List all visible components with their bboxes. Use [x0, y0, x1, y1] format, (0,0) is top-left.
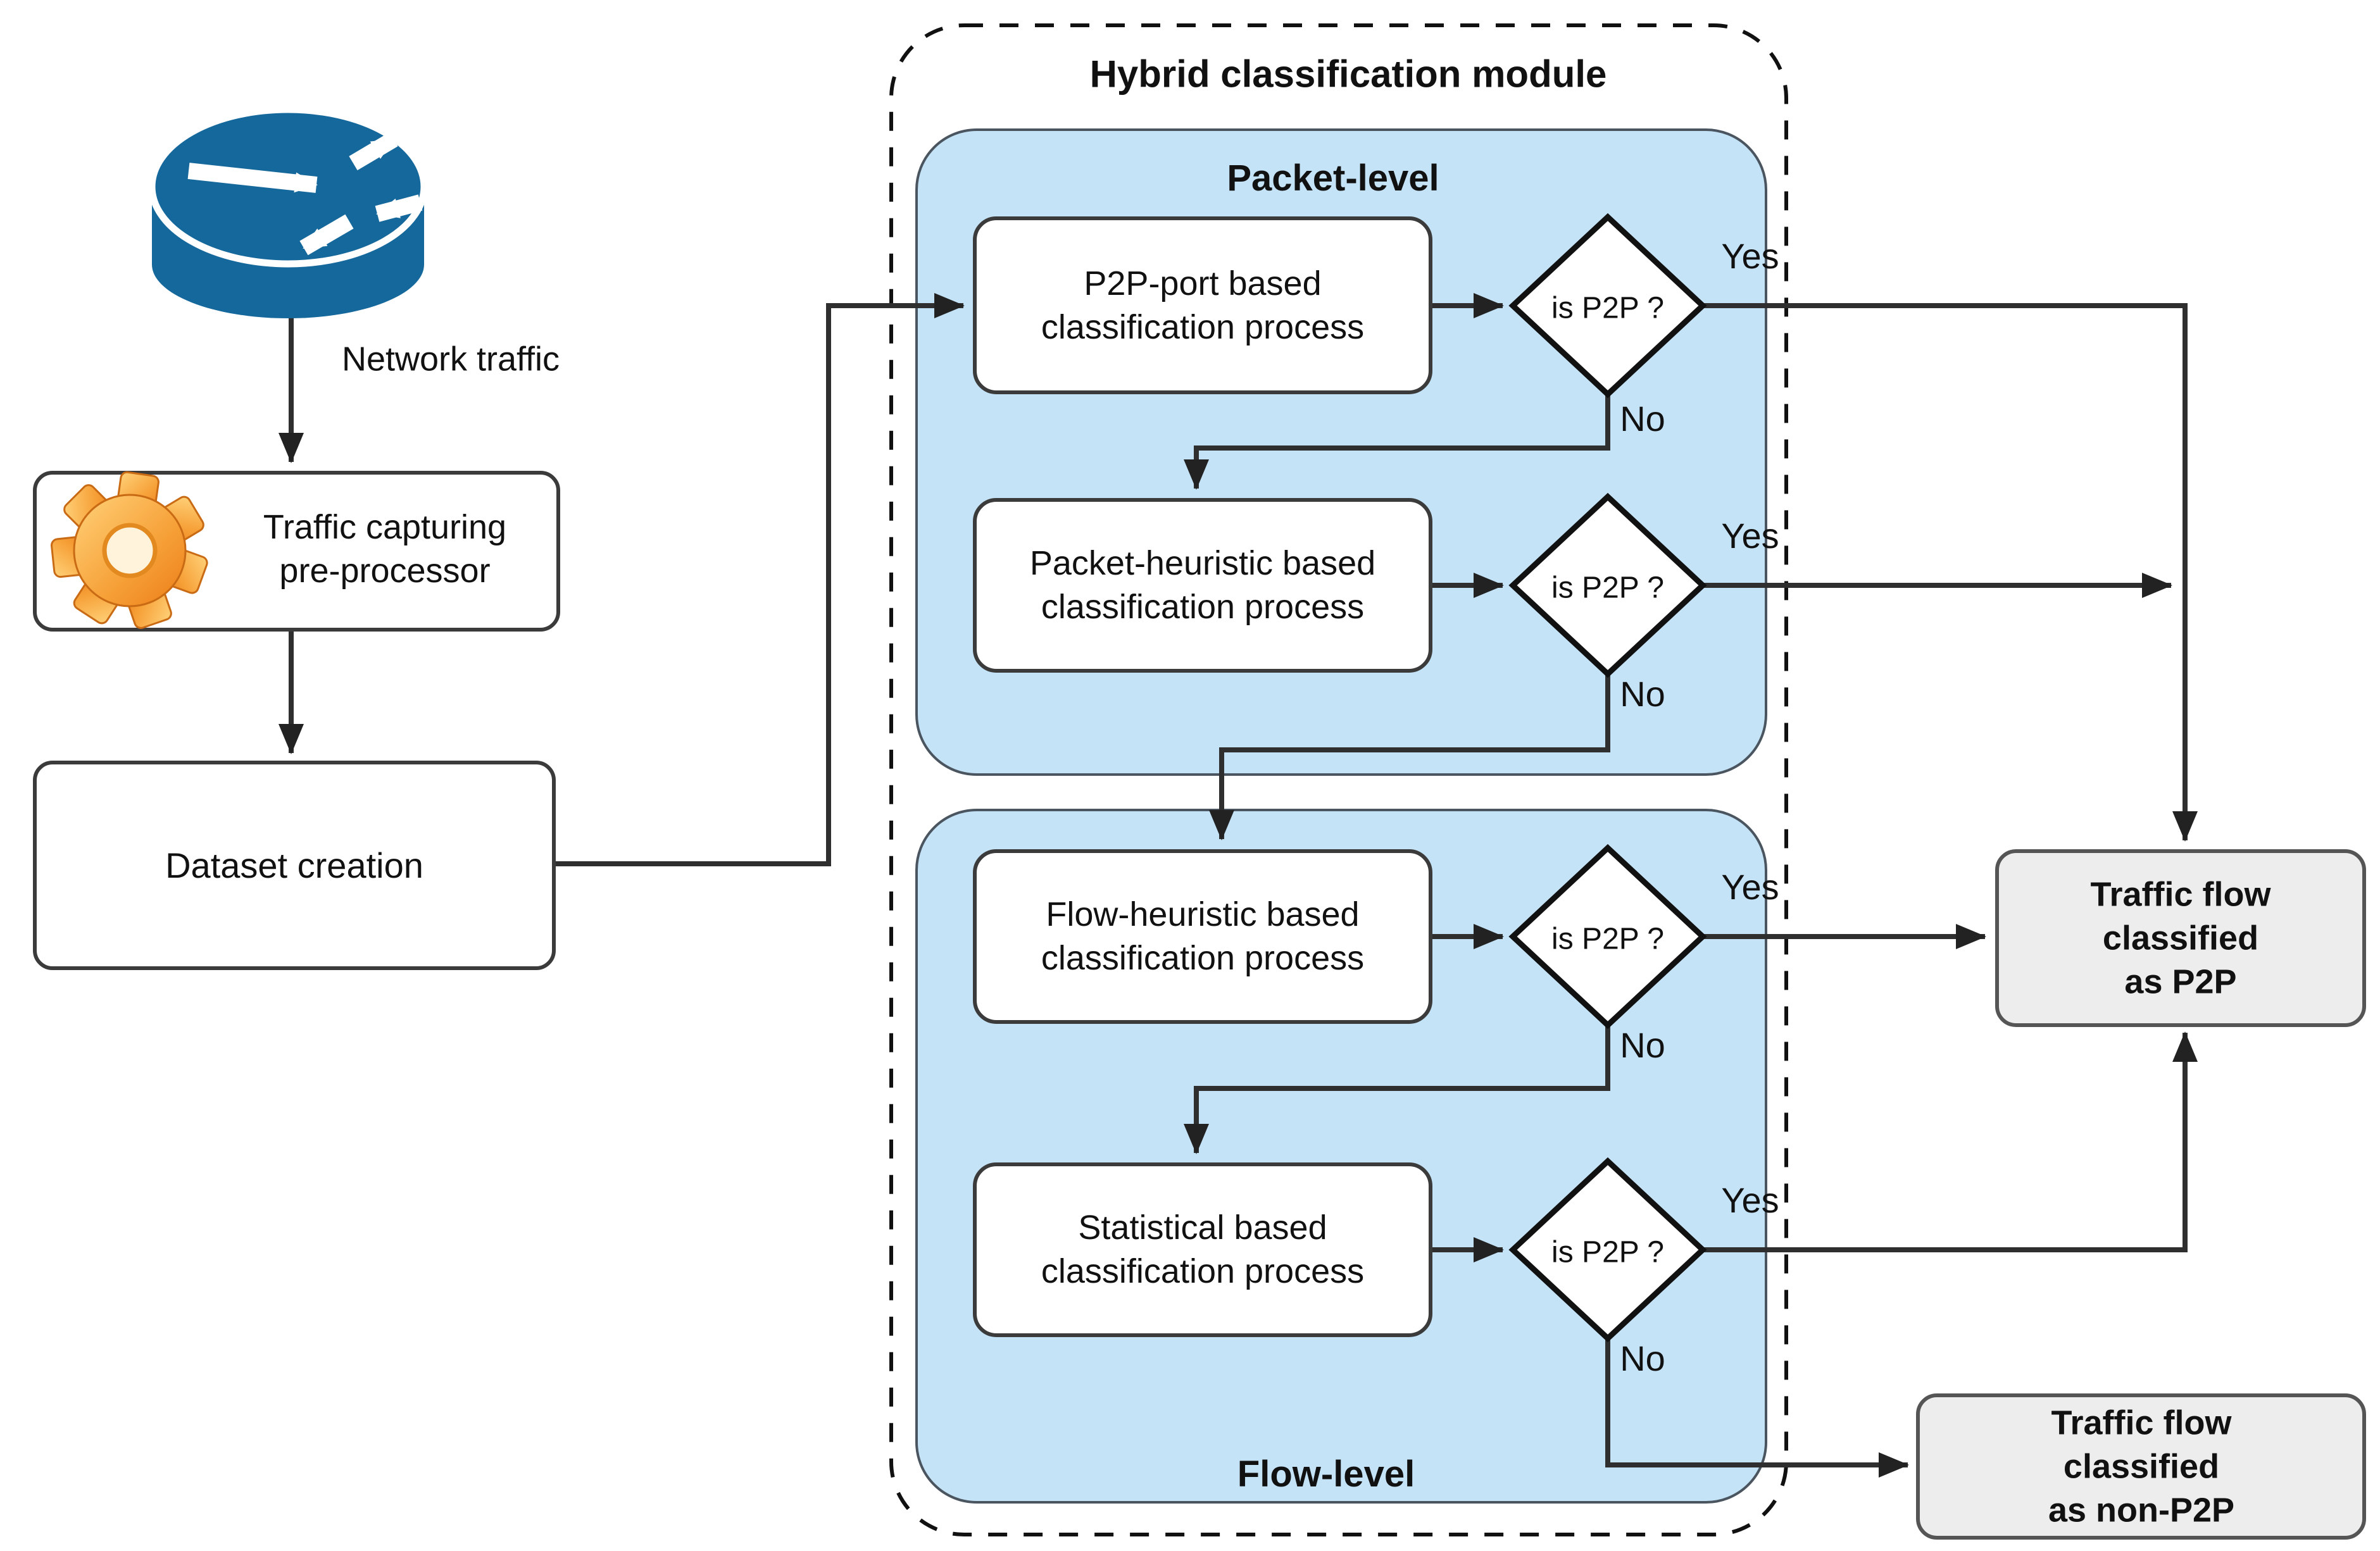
network-traffic-label: Network traffic — [341, 340, 560, 378]
no-label-3: No — [1620, 1025, 1665, 1066]
process-label-p2p-port: P2P-port based classification process — [1041, 264, 1365, 346]
result-label-non-p2p: Traffic flow classified as non-P2P — [2048, 1404, 2235, 1529]
process-box-packet-heuristic — [973, 498, 1432, 673]
decision-label-3: is P2P ? — [1551, 922, 1664, 956]
result-label-p2p: Traffic flow classified as P2P — [2090, 875, 2271, 1001]
decision-diamond-3 — [1508, 844, 1707, 1030]
hybrid-module-title: Hybrid classification module — [1089, 53, 1607, 96]
yes-label-1: Yes — [1721, 236, 1779, 277]
yes-label-2: Yes — [1721, 516, 1779, 556]
process-box-statistical — [973, 1162, 1432, 1337]
decision-label-4: is P2P ? — [1551, 1235, 1664, 1269]
edge-decision3-no — [1184, 1026, 1610, 1154]
decision-diamond-4 — [1508, 1157, 1707, 1343]
router-icon — [148, 106, 428, 318]
decision-diamond-2 — [1508, 492, 1707, 678]
edge-dataset-to-module — [556, 293, 965, 866]
no-label-4: No — [1620, 1338, 1665, 1379]
process-box-flow-heuristic — [973, 849, 1432, 1024]
preprocessor-label: Traffic capturing pre-processor — [263, 508, 507, 590]
packet-level-label: Packet-level — [1227, 157, 1439, 199]
process-box-p2p-port — [973, 216, 1432, 394]
edge-decision1-no — [1184, 396, 1610, 490]
decision-diamond-1 — [1508, 213, 1707, 399]
gear-icon — [51, 471, 208, 629]
edge-decision4-yes — [1703, 1031, 2198, 1252]
process-label-statistical: Statistical based classification process — [1041, 1208, 1365, 1290]
yes-label-4: Yes — [1721, 1180, 1779, 1221]
no-label-2: No — [1620, 674, 1665, 714]
result-box-non-p2p — [1916, 1393, 2366, 1540]
flow-level-label: Flow-level — [1237, 1453, 1415, 1495]
yes-label-3: Yes — [1721, 867, 1779, 907]
dataset-box — [33, 761, 556, 970]
decision-label-2: is P2P ? — [1551, 571, 1664, 605]
decision-label-1: is P2P ? — [1551, 291, 1664, 325]
process-label-packet-heuristic: Packet-heuristic based classification pr… — [1029, 544, 1376, 626]
router-arrows — [187, 132, 423, 256]
edge-decision4-no — [1605, 1338, 1909, 1478]
edge-decision2-no — [1209, 675, 1610, 840]
dataset-label: Dataset creation — [165, 845, 423, 886]
process-label-flow-heuristic: Flow-heuristic based classification proc… — [1041, 895, 1365, 977]
connectors — [279, 292, 2198, 1478]
no-label-1: No — [1620, 399, 1665, 439]
result-box-p2p — [1995, 849, 2366, 1027]
edge-decision1-yes — [1703, 303, 2198, 842]
